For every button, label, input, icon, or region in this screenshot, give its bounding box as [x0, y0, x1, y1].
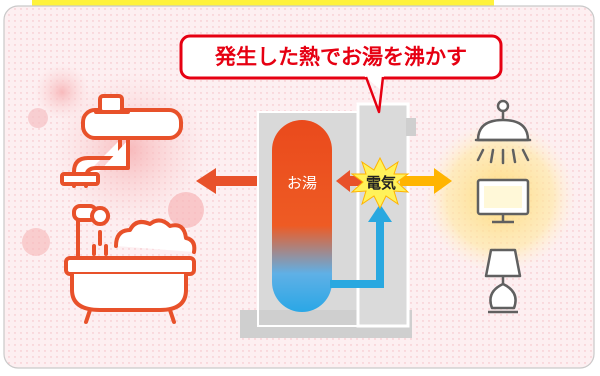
electricity-label: 電気 — [366, 174, 396, 192]
hot-water-tank — [272, 120, 332, 312]
tv-icon — [476, 178, 530, 224]
ceiling-light-icon — [474, 99, 532, 165]
callout-text: 発生した熱でお湯を沸かす — [214, 45, 467, 69]
cold-water-pipe — [330, 204, 392, 288]
table-lamp-icon — [484, 248, 522, 314]
faucet-icon — [60, 94, 183, 188]
callout-box — [179, 34, 503, 114]
hot-water-arrow — [196, 168, 280, 194]
tank-label: お湯 — [287, 174, 317, 192]
electricity-burst-icon — [350, 156, 410, 210]
electricity-arrow-right — [400, 168, 452, 194]
bathtub-icon — [64, 204, 197, 324]
electricity-arrow-left — [336, 170, 366, 192]
header-bar — [32, 0, 494, 8]
